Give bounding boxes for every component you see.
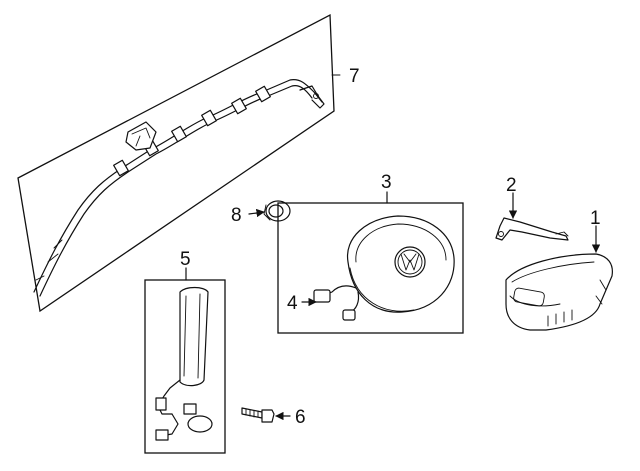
callout-1: 1: [590, 208, 601, 229]
bracket-part: [495, 217, 569, 241]
driver-airbag-part: [277, 202, 464, 334]
callout-4: 4: [287, 293, 298, 314]
leader-lines: [185, 74, 601, 421]
callout-6: 6: [295, 407, 306, 428]
curtain-airbag-panel: [17, 13, 335, 313]
callout-labels: 7 8 3 4 5 6 2 1: [180, 66, 601, 428]
driver-airbag-box: [277, 202, 464, 334]
bolt-part: [241, 407, 275, 423]
leader-line-8: [248, 208, 265, 218]
callout-5: 5: [180, 249, 191, 270]
side-airbag-box: [144, 279, 226, 454]
callout-8: 8: [231, 205, 242, 226]
callout-7: 7: [349, 66, 360, 87]
callout-3: 3: [381, 172, 392, 193]
side-airbag-part: [144, 279, 226, 454]
knee-airbag-part: [505, 253, 613, 331]
curtain-airbag-part: [17, 13, 335, 313]
grommet-part: [263, 200, 291, 222]
callout-2: 2: [506, 175, 517, 196]
